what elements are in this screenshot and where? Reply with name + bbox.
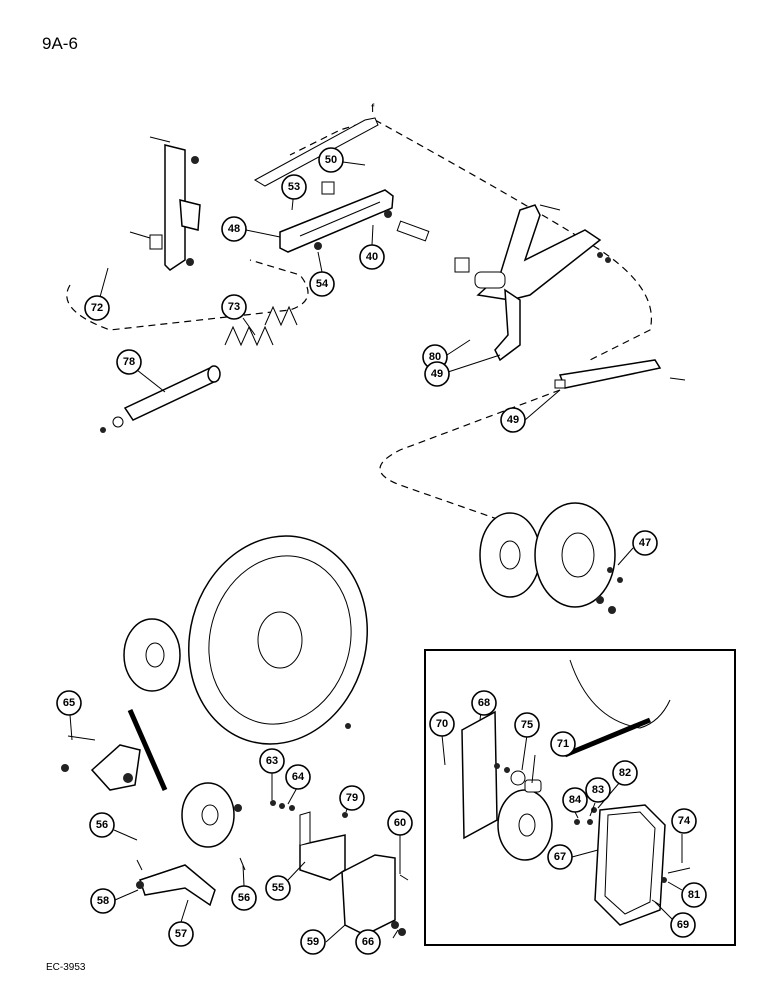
callout-82: 82	[612, 760, 638, 786]
roller-tube	[100, 365, 221, 433]
drive-sheaves	[479, 502, 623, 614]
callout-81: 81	[681, 882, 707, 908]
callout-50: 50	[318, 147, 344, 173]
svg-text:78: 78	[123, 356, 135, 368]
callout-78: 78	[116, 349, 142, 375]
callout-40: 40	[359, 244, 385, 270]
callout-70: 70	[429, 711, 455, 737]
large-drive-wheel	[188, 535, 368, 745]
callout-65: 65	[56, 690, 82, 716]
inset-wheel-fragment	[569, 659, 671, 729]
callout-49a: 49	[424, 361, 450, 387]
svg-text:50: 50	[325, 154, 337, 166]
callout-64: 64	[285, 764, 311, 790]
svg-text:84: 84	[569, 794, 582, 806]
washer-set	[270, 723, 351, 818]
mounting-plate	[299, 811, 346, 881]
callout-83: 83	[585, 777, 611, 803]
svg-text:65: 65	[63, 697, 75, 709]
inset-cover-plate	[461, 710, 498, 840]
pulley-bracket	[61, 735, 141, 791]
svg-text:67: 67	[554, 851, 566, 863]
callout-54: 54	[309, 271, 335, 297]
callout-72: 72	[84, 295, 110, 321]
svg-text:81: 81	[688, 889, 700, 901]
idler-pulley-lower	[181, 782, 242, 848]
inset-frame	[424, 649, 736, 946]
callout-67: 67	[547, 844, 573, 870]
svg-text:69: 69	[677, 919, 689, 931]
svg-text:49: 49	[507, 414, 519, 426]
svg-text:71: 71	[557, 738, 569, 750]
callout-57: 57	[168, 921, 194, 947]
svg-text:49: 49	[431, 368, 443, 380]
svg-text:54: 54	[316, 278, 329, 290]
callout-49b: 49	[500, 407, 526, 433]
callout-73: 73	[221, 294, 247, 320]
callout-53: 53	[281, 174, 307, 200]
svg-text:59: 59	[307, 936, 319, 948]
svg-text:80: 80	[429, 351, 441, 363]
svg-text:68: 68	[478, 697, 490, 709]
callout-68: 68	[471, 690, 497, 716]
svg-text:47: 47	[639, 537, 651, 549]
svg-text:73: 73	[228, 301, 240, 313]
svg-text:56: 56	[238, 892, 250, 904]
callout-59: 59	[300, 929, 326, 955]
svg-text:83: 83	[592, 784, 604, 796]
callout-79: 79	[339, 785, 365, 811]
callout-48: 48	[221, 216, 247, 242]
idler-pulley-upper	[123, 618, 181, 692]
svg-text:82: 82	[619, 767, 631, 779]
svg-text:48: 48	[228, 223, 240, 235]
svg-text:72: 72	[91, 302, 103, 314]
pivot-arm	[396, 204, 611, 362]
reference-code: EC-3953	[46, 962, 86, 973]
inset-belt	[564, 717, 651, 758]
callout-84: 84	[562, 787, 588, 813]
lower-bracket	[136, 857, 246, 907]
callout-58: 58	[90, 888, 116, 914]
callout-66: 66	[355, 929, 381, 955]
callout-69: 69	[670, 912, 696, 938]
svg-text:57: 57	[175, 928, 187, 940]
page-code: 9A-6	[42, 34, 78, 53]
reference-mark: f	[371, 101, 375, 115]
linkage-rod	[253, 117, 379, 187]
svg-text:66: 66	[362, 936, 374, 948]
svg-text:70: 70	[436, 718, 448, 730]
bearing-bracket	[341, 854, 409, 936]
support-arm	[554, 359, 686, 389]
svg-text:74: 74	[678, 815, 691, 827]
svg-text:55: 55	[272, 882, 284, 894]
callout-55: 55	[265, 875, 291, 901]
compression-springs	[224, 305, 298, 347]
callout-56b: 56	[231, 885, 257, 911]
svg-text:53: 53	[288, 181, 300, 193]
assembly-dashed-outline-lower	[379, 389, 561, 521]
mounting-bracket	[129, 136, 201, 271]
drive-belt	[127, 708, 168, 792]
callout-63: 63	[259, 748, 285, 774]
callout-74: 74	[671, 808, 697, 834]
callout-56a: 56	[89, 812, 115, 838]
svg-text:75: 75	[521, 719, 533, 731]
svg-text:56: 56	[96, 819, 108, 831]
svg-text:79: 79	[346, 792, 358, 804]
inset-idler-pulley	[494, 763, 553, 861]
inset-guard	[594, 804, 666, 926]
callout-47: 47	[632, 530, 658, 556]
svg-text:58: 58	[97, 895, 109, 907]
callout-75: 75	[514, 712, 540, 738]
callout-60: 60	[387, 810, 413, 836]
callout-71: 71	[550, 731, 576, 757]
svg-text:60: 60	[394, 817, 406, 829]
svg-text:40: 40	[366, 251, 378, 263]
channel-bracket	[279, 181, 394, 253]
svg-text:64: 64	[292, 771, 305, 783]
svg-text:63: 63	[266, 755, 278, 767]
